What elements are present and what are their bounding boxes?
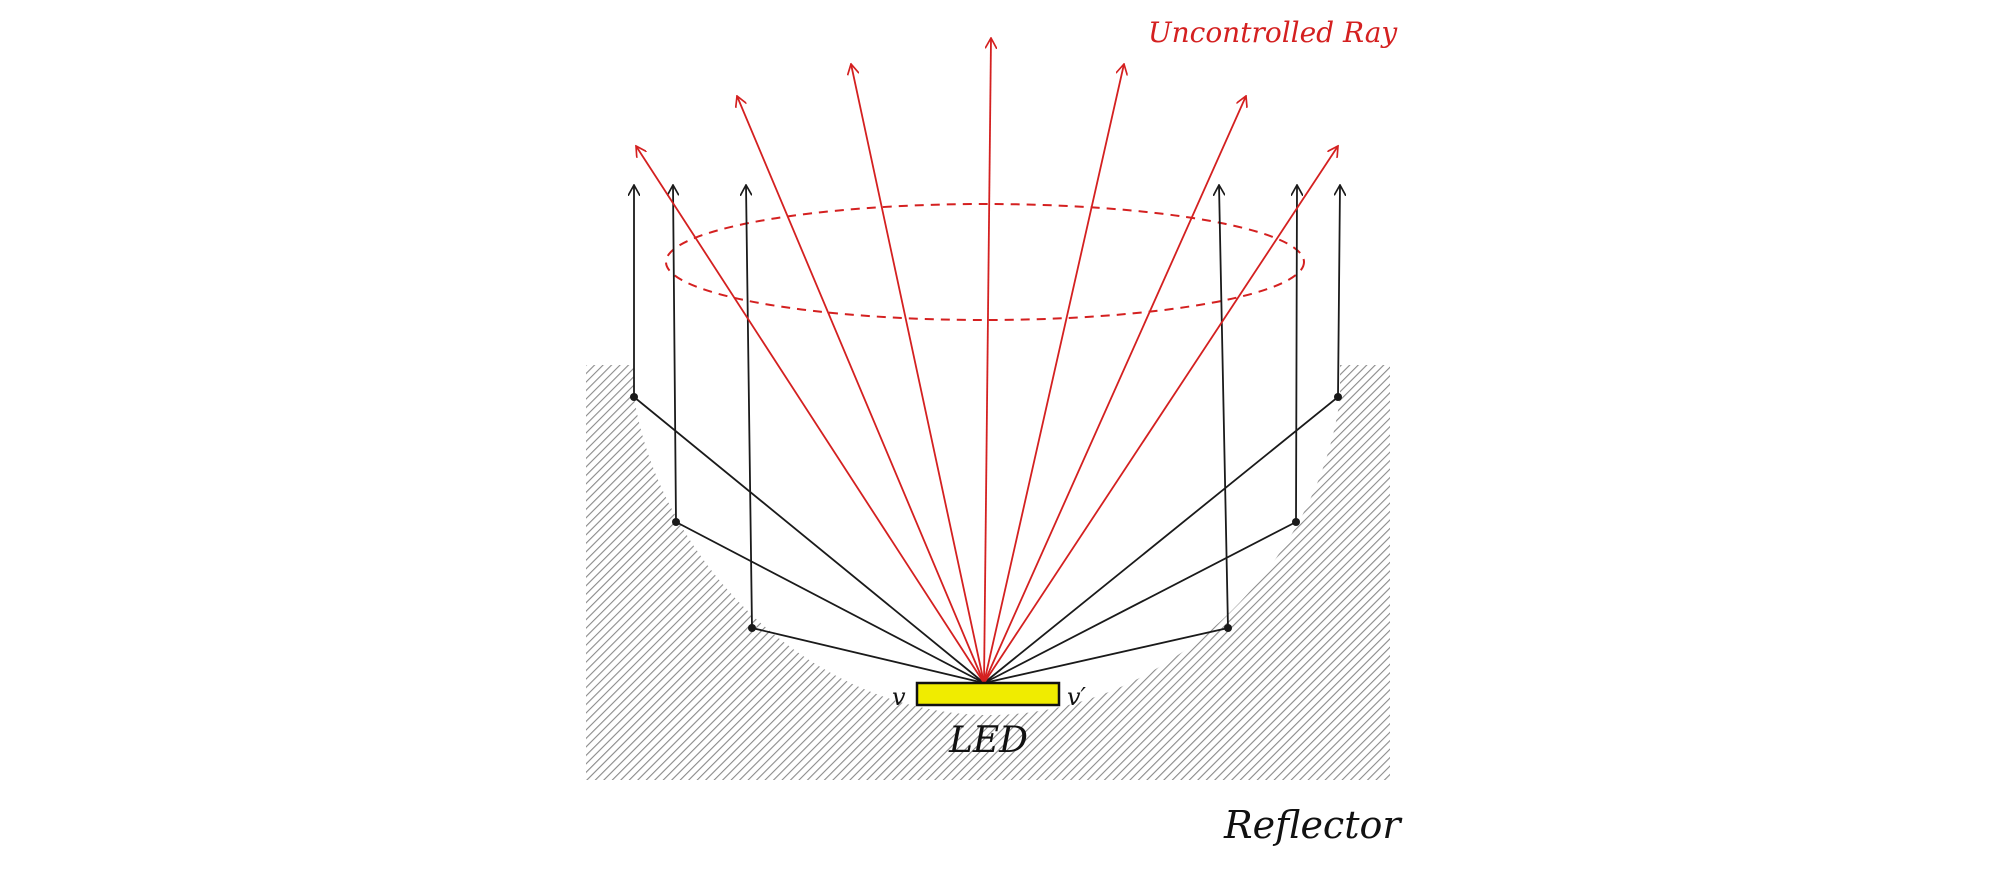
reflection-points [630,393,1342,632]
vertex-left-label: v [892,683,906,711]
reflected-ray [983,185,1229,684]
reflector-label: Reflector [1223,803,1403,847]
uncontrolled-ray [983,96,1246,684]
reflection-point [1224,624,1232,632]
uncontrolled-rays [636,38,1338,684]
reflected-ray [746,185,985,684]
uncontrolled-ray-label: Uncontrolled Ray [1148,16,1398,49]
uncontrolled-ray [983,64,1124,684]
uncontrolled-ray [636,146,985,684]
reflection-point [748,624,756,632]
uncontrolled-ray [851,64,985,684]
beam-ellipse [665,203,1305,321]
reflection-point [1292,518,1300,526]
uncontrolled-ray [983,38,991,684]
led-label: LED [948,720,1028,761]
reflection-point [1334,393,1342,401]
uncontrolled-ray [983,146,1338,684]
led-chip [915,681,1061,707]
uncontrolled-ray [737,96,985,684]
vertex-right-label: v′ [1067,683,1087,711]
reflection-point [630,393,638,401]
reflection-point [672,518,680,526]
reflector-body [586,365,1390,780]
